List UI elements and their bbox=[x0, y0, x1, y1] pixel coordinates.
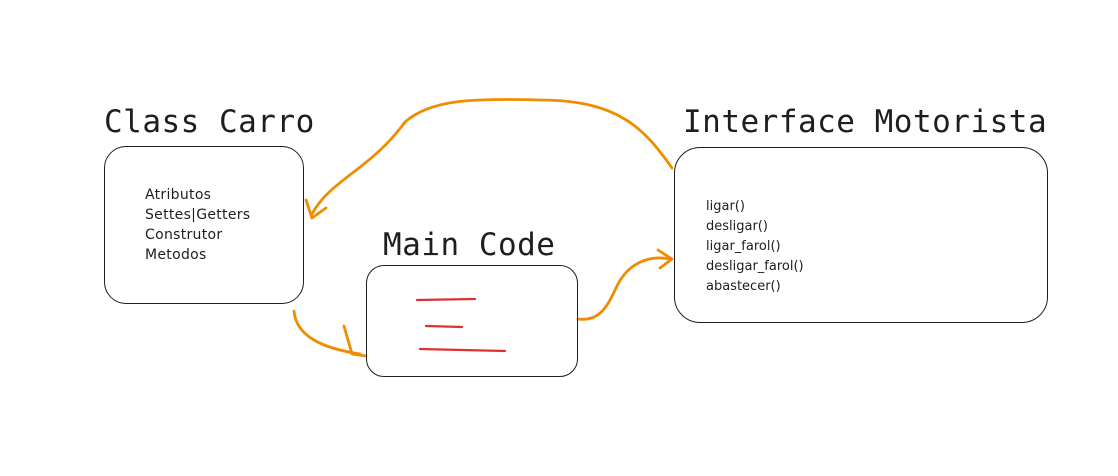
class-carro-item: Construtor bbox=[145, 227, 223, 243]
arrow-carro-to-main bbox=[292, 309, 362, 356]
method-item: desligar() bbox=[706, 219, 768, 234]
method-item: desligar_farol() bbox=[706, 259, 804, 274]
interface-motorista-methods: ligar() desligar() ligar_farol() desliga… bbox=[706, 197, 804, 297]
arrow-main-to-motorista bbox=[576, 256, 672, 321]
class-carro-items: Atributos Settes|Getters Construtor Meto… bbox=[145, 185, 250, 265]
method-item: ligar() bbox=[706, 199, 745, 214]
class-carro-box[interactable] bbox=[104, 146, 304, 304]
class-carro-item: Metodos bbox=[145, 247, 207, 263]
method-item: ligar_farol() bbox=[706, 239, 781, 254]
arrow-motorista-to-carro bbox=[310, 98, 674, 216]
class-carro-item: Settes|Getters bbox=[145, 207, 251, 223]
interface-motorista-box[interactable] bbox=[674, 147, 1048, 323]
arrowhead-motorista bbox=[656, 248, 674, 270]
main-code-title: Main Code bbox=[383, 227, 556, 263]
main-code-box[interactable] bbox=[366, 265, 578, 377]
method-item: abastecer() bbox=[706, 279, 781, 294]
class-carro-item: Atributos bbox=[145, 187, 212, 203]
class-carro-title: Class Carro bbox=[104, 104, 315, 140]
interface-motorista-title: Interface Motorista bbox=[683, 104, 1048, 140]
arrowhead-main bbox=[342, 324, 368, 358]
arrowhead-carro bbox=[304, 198, 328, 220]
